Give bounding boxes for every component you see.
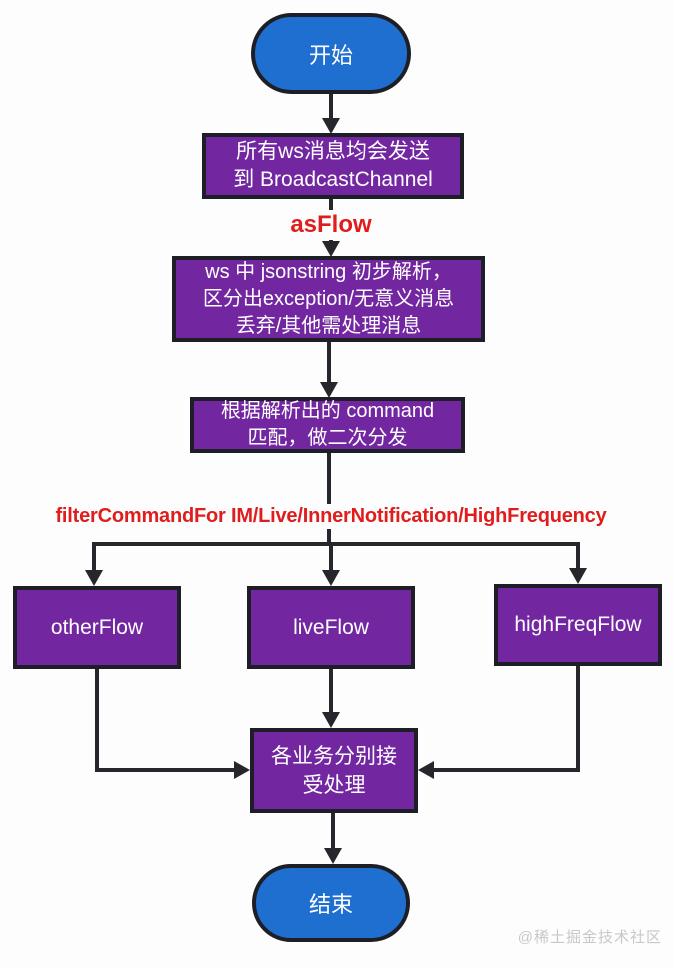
node-parse-line2: 区分出exception/无意义消息	[202, 287, 455, 310]
node-parse-line3: 丢弃/其他需处理消息	[235, 314, 422, 337]
node-liveflow-label: liveFlow	[293, 615, 369, 639]
node-otherflow: otherFlow	[13, 586, 181, 669]
node-start: 开始	[251, 13, 411, 94]
arrowhead-down-end	[324, 848, 342, 864]
edge-otherflow-business	[95, 669, 236, 772]
node-liveflow: liveFlow	[247, 586, 415, 669]
node-otherflow-label: otherFlow	[50, 615, 144, 639]
node-start-label: 开始	[308, 42, 353, 68]
node-broadcast-line1: 所有ws消息均会发送	[236, 140, 430, 163]
node-highfreqflow: highFreqFlow	[494, 584, 662, 666]
arrowhead-left-business	[418, 761, 434, 779]
node-end-label: 结束	[308, 892, 353, 917]
node-parse: ws 中 jsonstring 初步解析， 区分出exception/无意义消息…	[172, 256, 485, 342]
node-broadcast: 所有ws消息均会发送 到 BroadcastChannel	[202, 133, 464, 199]
node-dispatch: 根据解析出的 command 匹配，做二次分发	[190, 397, 465, 453]
node-dispatch-line1: 根据解析出的 command	[220, 400, 435, 422]
arrowhead-down-highfreqflow	[569, 568, 587, 584]
node-broadcast-line2: 到 BroadcastChannel	[233, 168, 433, 191]
node-end: 结束	[252, 864, 410, 942]
edge-label-asflow: asFlow	[286, 210, 376, 240]
edge-label-filtercommand: filterCommandFor IM/Live/InnerNotificati…	[51, 504, 611, 529]
node-business-line1: 各业务分别接	[271, 744, 397, 768]
arrowhead-right-business	[234, 761, 250, 779]
arrowhead-down-broadcast	[322, 118, 340, 134]
node-parse-line1: ws 中 jsonstring 初步解析，	[205, 260, 452, 283]
node-dispatch-line2: 匹配，做二次分发	[247, 427, 408, 449]
arrowhead-down-otherflow	[85, 570, 103, 586]
arrowhead-down-liveflow	[322, 570, 340, 586]
watermark: @稀土掘金技术社区	[517, 929, 662, 946]
arrowhead-down-business	[322, 712, 340, 728]
node-business: 各业务分别接 受处理	[250, 728, 418, 813]
node-highfreqflow-label: highFreqFlow	[514, 613, 642, 636]
node-business-line2: 受处理	[302, 773, 366, 797]
arrowhead-down-parse	[322, 241, 340, 257]
arrowhead-down-dispatch	[320, 382, 338, 398]
edge-highfreqflow-business	[432, 666, 580, 772]
